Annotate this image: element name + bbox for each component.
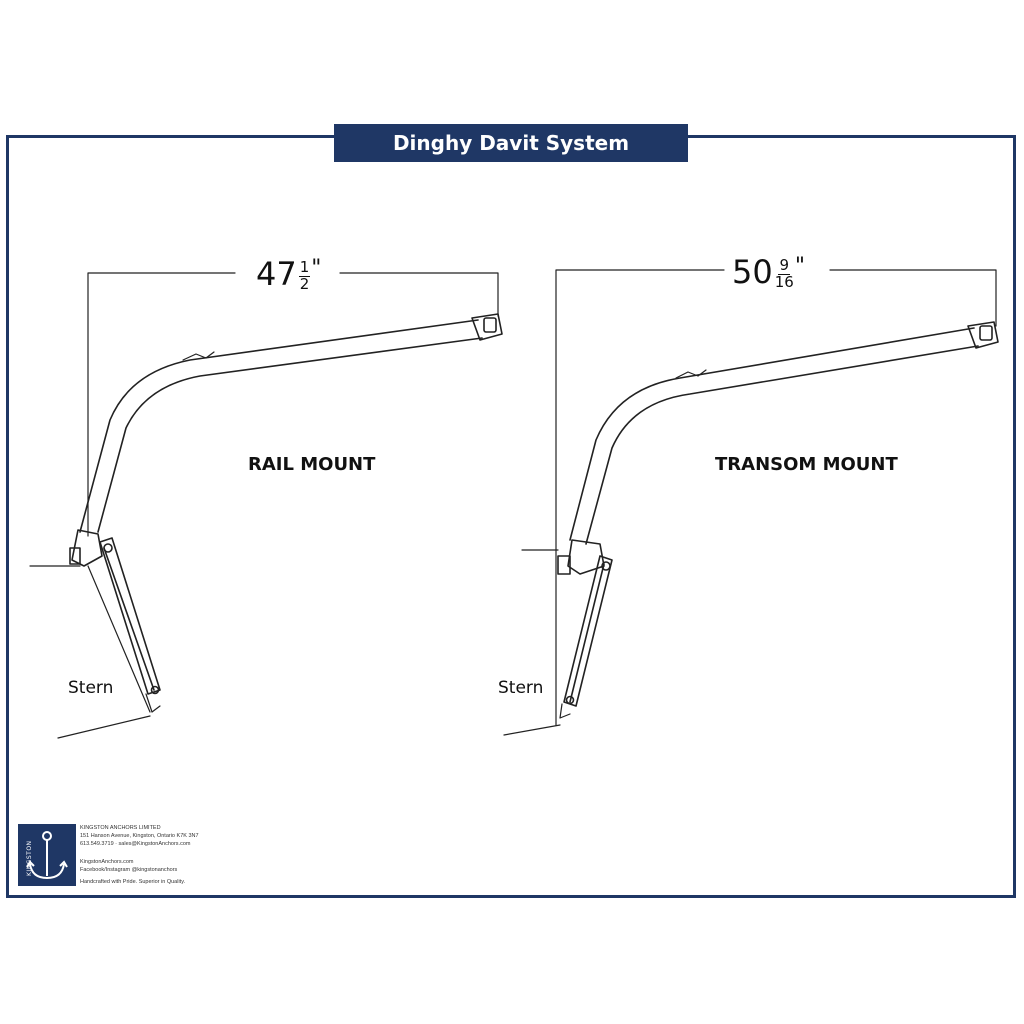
company-contact: 613.549.3719 · sales@KingstonAnchors.com xyxy=(80,841,191,847)
rail-dimension-whole: 47 xyxy=(256,255,297,293)
kingston-logo: KINGSTON xyxy=(18,824,76,886)
company-address: 151 Hanson Avenue, Kingston, Ontario K7K… xyxy=(80,833,199,839)
rail-mount-davit xyxy=(29,272,503,739)
transom-dimension-whole: 50 xyxy=(732,253,773,291)
rail-mount-label: RAIL MOUNT xyxy=(248,454,376,475)
logo-text: KINGSTON xyxy=(26,840,33,876)
transom-mount-label: TRANSOM MOUNT xyxy=(715,454,898,475)
company-tagline: Handcrafted with Pride. Superior in Qual… xyxy=(80,879,186,885)
company-social: Facebook/Instagram @kingstonanchors xyxy=(80,867,178,873)
company-website: KingstonAnchors.com xyxy=(80,859,134,865)
diagram-title: Dinghy Davit System xyxy=(334,124,688,162)
rail-stern-label: Stern xyxy=(68,678,114,698)
transom-stern-label: Stern xyxy=(498,678,544,698)
anchor-icon xyxy=(26,831,68,880)
transom-mount-davit xyxy=(503,269,999,736)
company-name: KINGSTON ANCHORS LIMITED xyxy=(80,825,161,831)
